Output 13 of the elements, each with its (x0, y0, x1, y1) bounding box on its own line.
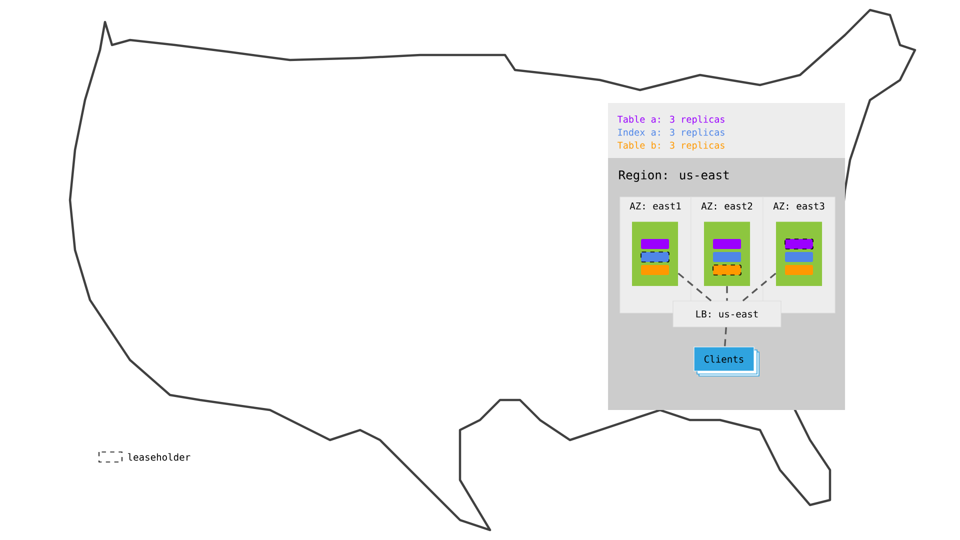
replica-note: Table a: 3 replicas (618, 116, 724, 125)
database-cylinder (776, 222, 822, 286)
connector-line (678, 272, 712, 302)
replica-note: Table b: 3 replicas (618, 142, 724, 151)
legend-text: leaseholder (128, 453, 190, 461)
load-balancer-box: LB: us-east (672, 300, 782, 328)
replica-note: Index a: 3 replicas (618, 128, 724, 138)
clients-stack: Clients (694, 346, 760, 376)
database-cylinder (704, 222, 750, 286)
connector-line (742, 272, 776, 302)
connector-line (726, 286, 728, 301)
database-cylinder (632, 222, 678, 286)
connector-line (724, 327, 727, 347)
